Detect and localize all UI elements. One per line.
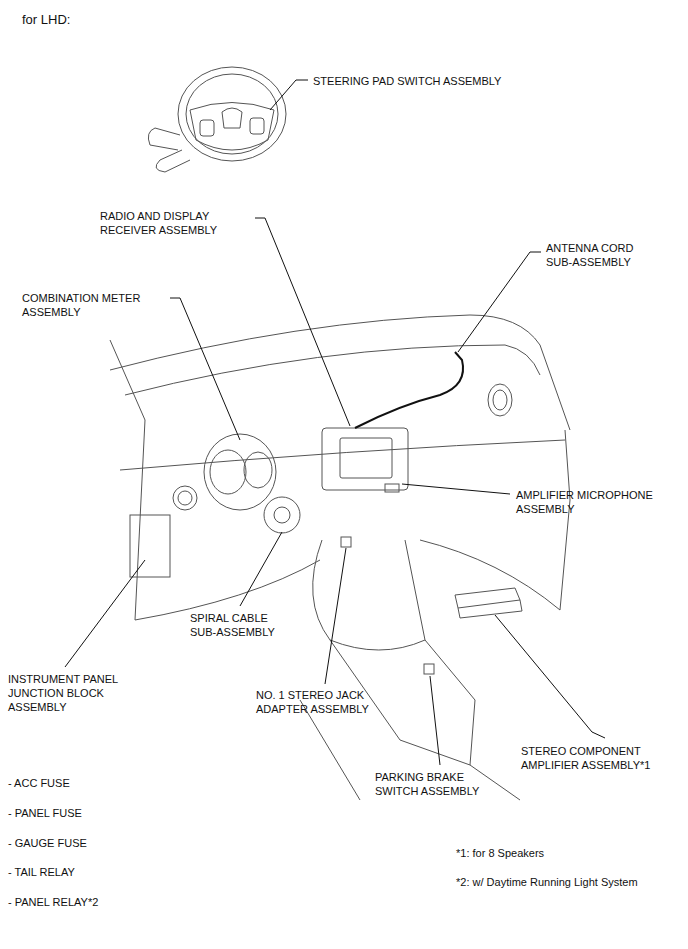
- part-label: ANTENNA CORD SUB-ASSEMBLY: [546, 241, 646, 269]
- footnote: *2: w/ Daytime Running Light System: [456, 875, 681, 889]
- stereo-jack: [341, 537, 351, 547]
- fuse-relay-item: - GAUGE FUSE: [8, 836, 208, 850]
- dashboard: [110, 315, 570, 620]
- part-label: INSTRUMENT PANEL JUNCTION BLOCK ASSEMBLY: [8, 672, 136, 714]
- part-label: STEREO COMPONENT AMPLIFIER ASSEMBLY*1: [521, 744, 671, 772]
- antenna-cord: [355, 352, 463, 428]
- part-label: STEERING PAD SWITCH ASSEMBLY: [313, 74, 573, 88]
- part-label: AMPLIFIER MICROPHONE ASSEMBLY: [516, 488, 676, 516]
- radio-receiver: [322, 428, 408, 492]
- part-label: COMBINATION METER ASSEMBLY: [22, 291, 162, 319]
- spiral-cable: [264, 497, 300, 533]
- steering-wheel: [148, 67, 286, 172]
- view-title: for LHD:: [22, 12, 70, 28]
- parking-brake-switch: [424, 664, 434, 674]
- leader-lines: [65, 80, 605, 765]
- stereo-amplifier: [455, 588, 522, 618]
- footnote: *1: for 8 Speakers: [456, 846, 676, 860]
- part-label: NO. 1 STEREO JACK ADAPTER ASSEMBLY: [256, 688, 391, 716]
- fuse-relay-item: - PANEL FUSE: [8, 806, 208, 820]
- fuse-relay-item: - PANEL RELAY*2: [8, 895, 208, 909]
- fuse-relay-item: - TAIL RELAY: [8, 865, 208, 879]
- part-label: RADIO AND DISPLAY RECEIVER ASSEMBLY: [100, 209, 240, 237]
- combination-meter: [204, 434, 276, 510]
- part-label: PARKING BRAKE SWITCH ASSEMBLY: [375, 770, 495, 798]
- part-label: SPIRAL CABLE SUB-ASSEMBLY: [190, 611, 290, 639]
- junction-block: [130, 515, 170, 577]
- center-console: [300, 537, 520, 800]
- fuse-relay-item: - ACC FUSE: [8, 776, 208, 790]
